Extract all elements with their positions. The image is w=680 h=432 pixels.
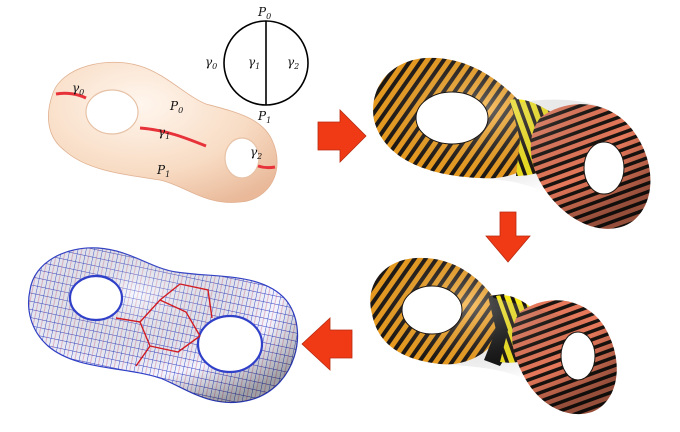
surface-hole-right	[224, 137, 260, 179]
cut-curve-gamma2	[257, 164, 276, 170]
label-gamma2: γ2	[250, 145, 262, 161]
left-arrow-icon	[301, 317, 353, 371]
label-p0-surface: P0	[169, 99, 183, 115]
down-arrow-icon	[485, 211, 531, 263]
label-gamma0: γ0	[72, 81, 84, 97]
striped-hole-left	[415, 91, 489, 145]
right-arrow-icon	[317, 109, 367, 163]
label-p1-graph: P1	[257, 109, 271, 125]
label-gamma0-graph: γ0	[205, 55, 217, 71]
mesh-hole-right	[196, 314, 264, 374]
input-surface-panel: γ0 P0 γ1 γ2 P1	[48, 61, 278, 203]
cut-hole-right	[560, 331, 596, 381]
cut-curve-gamma0	[55, 91, 87, 100]
label-gamma2-graph: γ2	[287, 55, 299, 71]
striped-surface-panel	[373, 57, 651, 229]
cut-hole-left	[401, 285, 463, 335]
cut-graph-diagram: P0 P1 γ0 γ1 γ2	[205, 5, 309, 125]
quad-mesh-panel	[27, 247, 299, 404]
striped-hole-right	[583, 141, 625, 195]
cut-curve-gamma1	[139, 126, 207, 148]
label-p0-graph: P0	[257, 5, 271, 21]
cut-surface-panel	[370, 257, 617, 415]
mesh-singular-lines	[115, 283, 213, 367]
surface-hole-left	[85, 89, 139, 135]
mesh-hole-left	[68, 274, 124, 322]
label-gamma1-graph: γ1	[248, 55, 260, 71]
label-gamma1: γ1	[158, 125, 170, 141]
label-p1-surface: P1	[156, 163, 170, 179]
